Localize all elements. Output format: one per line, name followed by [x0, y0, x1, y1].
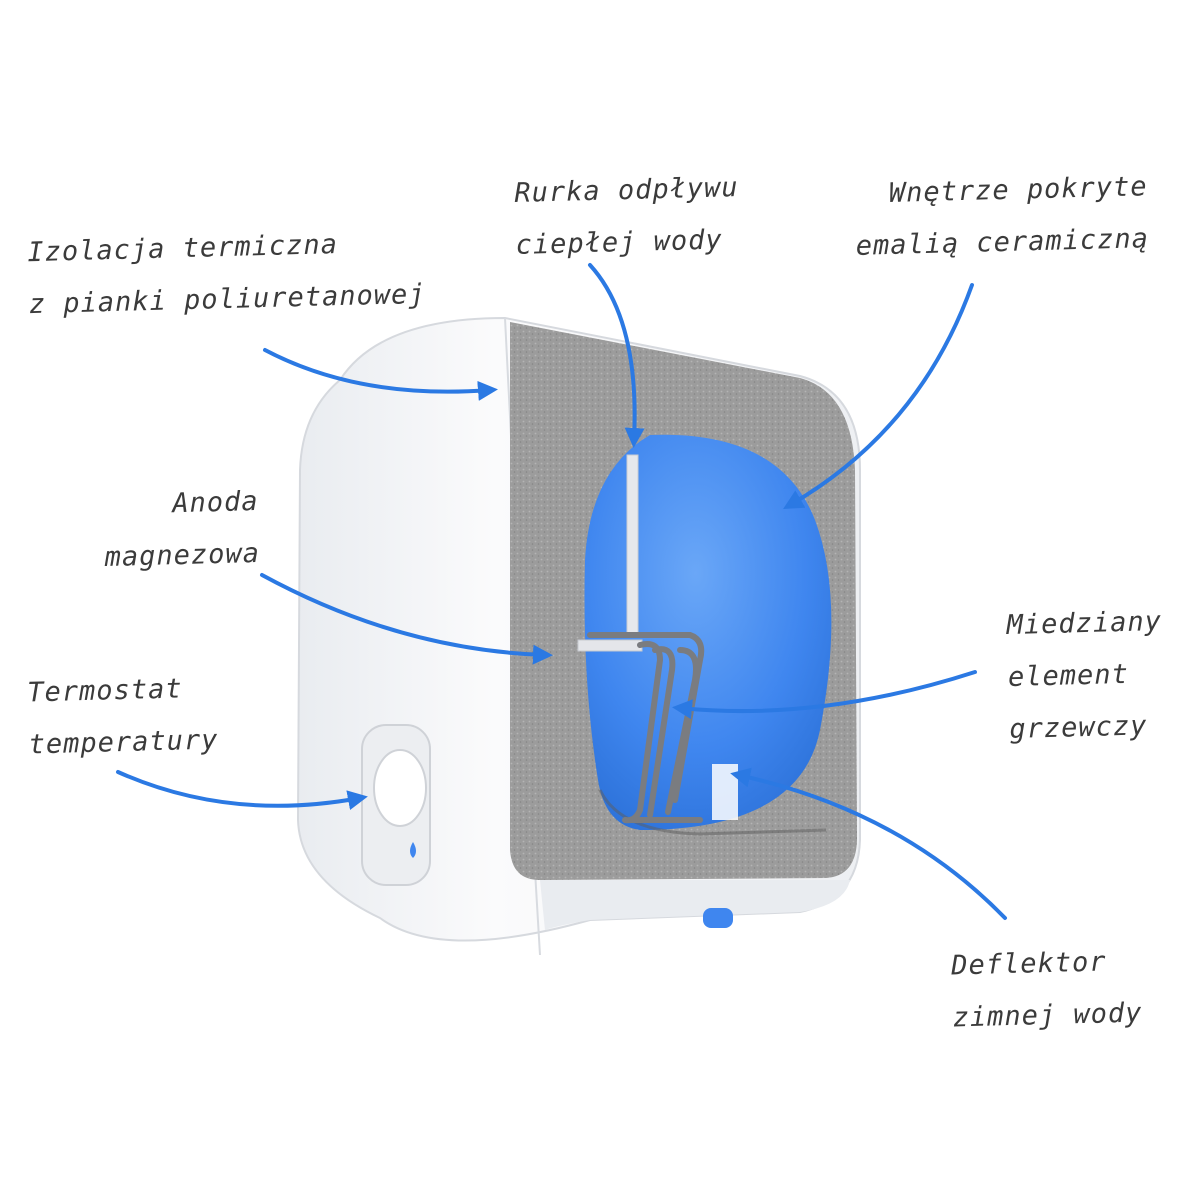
water-drop-icon: [410, 842, 416, 858]
label-deflector-line1: Deflektor: [950, 946, 1108, 982]
label-hot-water-pipe-line1: Rurka odpływu: [513, 172, 740, 209]
label-anode: Anoda magnezowa: [103, 476, 261, 584]
label-thermostat: Termostat temperatury: [27, 663, 219, 772]
tank-rim: [598, 789, 827, 836]
label-hot-water-pipe-line2: ciepłej wody: [515, 224, 724, 261]
label-enamel-line1: Wnętrze pokryte: [888, 171, 1149, 209]
label-insulation: Izolacja termiczna z pianki poliuretanow…: [27, 217, 426, 331]
label-deflector-line2: zimnej wody: [952, 997, 1143, 1034]
label-thermostat-line1: Termostat: [26, 673, 184, 709]
heating-element: [587, 632, 705, 824]
anode-rod: [577, 639, 643, 652]
arrow-enamel: [783, 283, 974, 510]
label-insulation-line2: z pianki poliuretanowej: [28, 278, 426, 321]
arrows: [116, 263, 1007, 920]
label-heater-line3: grzewczy: [1008, 710, 1148, 746]
arrow-insulation: [263, 348, 498, 401]
label-heater-line2: element: [1007, 658, 1130, 694]
arrow-heater: [672, 670, 977, 720]
label-heater: Miedziany element grzewczy: [1006, 596, 1165, 756]
label-heater-line1: Miedziany: [1006, 605, 1163, 642]
hot-water-pipe: [626, 454, 639, 636]
label-thermostat-line2: temperatury: [28, 724, 219, 761]
shell-bottom-band: [540, 880, 850, 930]
label-deflector: Deflektor zimnej wody: [951, 936, 1143, 1045]
label-enamel: Wnętrze pokryte emalią ceramiczną: [854, 161, 1150, 273]
inner-tank: [584, 434, 832, 830]
label-hot-water-pipe: Rurka odpływu ciepłej wody: [514, 162, 741, 272]
arrow-hot-water-pipe: [588, 263, 645, 448]
arrow-thermostat: [116, 770, 368, 811]
label-enamel-line2: emalią ceramiczną: [855, 223, 1150, 262]
deflector-plate: [712, 764, 738, 820]
cold-water-inlet: [703, 908, 733, 928]
label-anode-line2: magnezowa: [104, 537, 261, 574]
arrow-anode: [260, 573, 553, 665]
thermostat-knob: [373, 749, 427, 827]
arrow-deflector: [730, 767, 1007, 920]
label-anode-line1: Anoda: [171, 485, 259, 520]
